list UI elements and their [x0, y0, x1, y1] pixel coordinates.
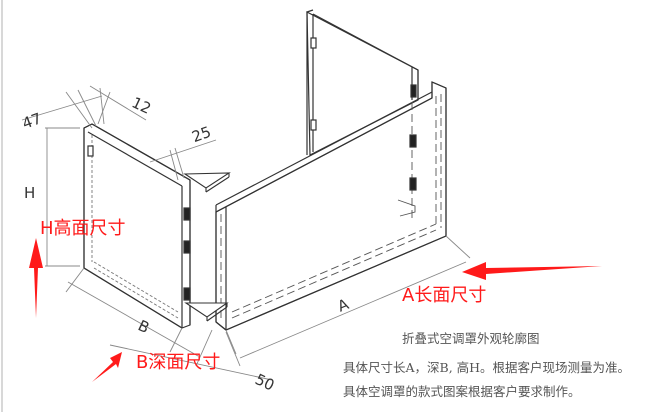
dim-H: H	[24, 184, 35, 202]
arrow-up-icon	[29, 238, 43, 318]
note-line-1: 具体尺寸长A，深B, 高H。根据客户现场测量为准。	[343, 360, 631, 375]
note-line-2: 具体空调罩的款式图案根据客户要求制作。	[343, 384, 581, 399]
arrow-diagonal-icon	[92, 352, 122, 382]
back-panel	[306, 9, 419, 156]
dim-B: B	[135, 316, 152, 337]
dim-25: 25	[189, 123, 213, 146]
corner-brackets	[183, 172, 231, 322]
height-annotation: H高面尺寸	[40, 218, 126, 239]
diagram-title: 折叠式空调罩外观轮廓图	[402, 331, 540, 346]
depth-annotation: B深面尺寸	[136, 352, 221, 373]
dim-12: 12	[129, 93, 154, 117]
dim-A: A	[335, 295, 352, 316]
dimension-lines	[21, 85, 471, 381]
arrow-left-icon	[462, 262, 602, 280]
dim-47: 47	[20, 109, 44, 132]
red-arrows	[29, 238, 602, 382]
length-annotation: A长面尺寸	[402, 285, 487, 306]
dim-50: 50	[252, 370, 277, 394]
